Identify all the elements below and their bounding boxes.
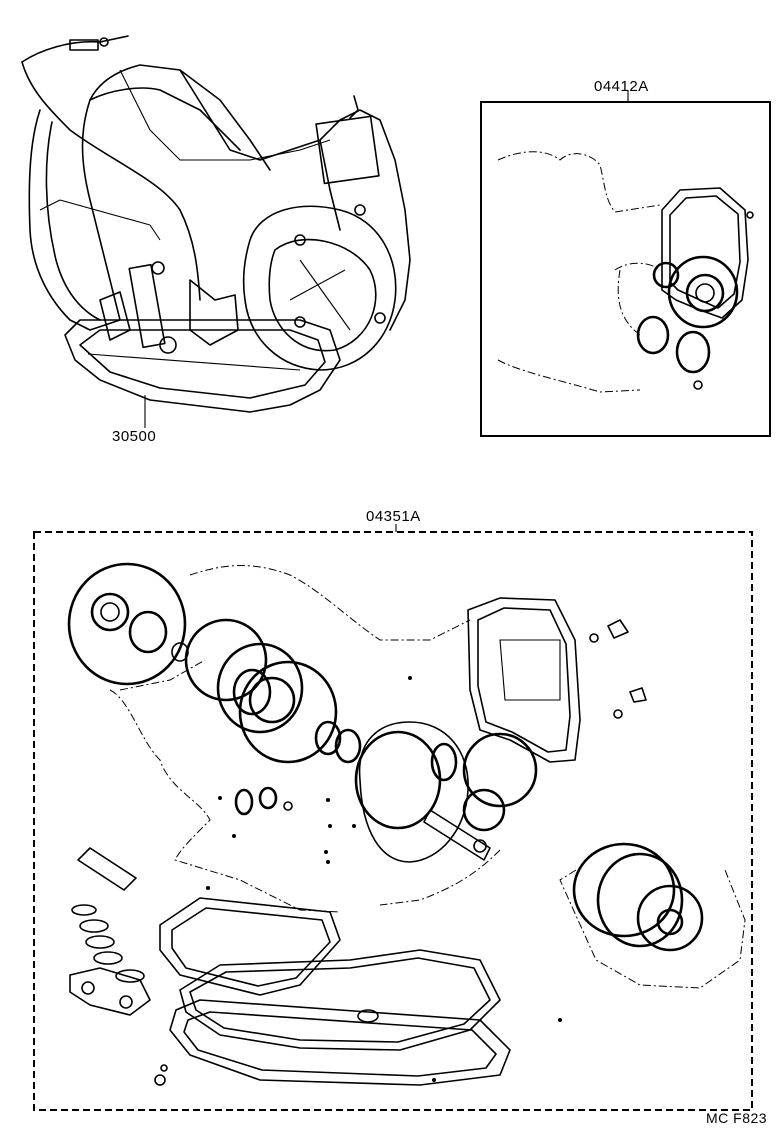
overhaul-kit-box xyxy=(33,524,753,1111)
callout-04412a: 04412A xyxy=(594,78,649,95)
callout-30500: 30500 xyxy=(112,428,157,445)
seal-kit-box xyxy=(480,90,771,437)
transaxle-assembly-drawing xyxy=(21,35,411,428)
figure-code: MC F823 xyxy=(706,1110,768,1126)
callout-04351a: 04351A xyxy=(366,508,421,525)
